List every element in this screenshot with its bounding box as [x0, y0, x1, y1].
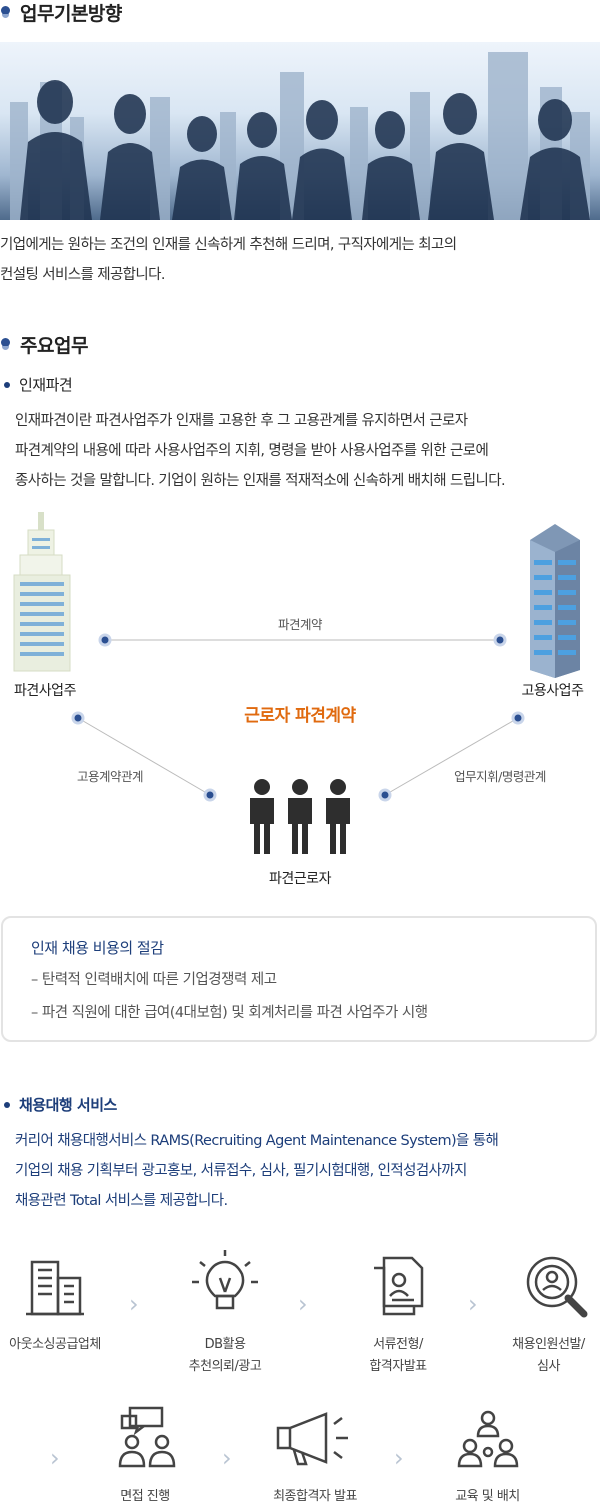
megaphone-icon	[276, 1412, 348, 1466]
top-link-label: 파견계약	[277, 617, 323, 632]
benefit-box: 인재 채용 비용의 절감 – 탄력적 인력배치에 따른 기업경쟁력 제고 – 파…	[1, 916, 597, 1042]
right-link-label: 업무지휘/명령관계	[454, 769, 546, 784]
chevron-right-icon: ›	[298, 1290, 308, 1318]
bullet-dot-icon	[4, 1101, 10, 1108]
section-title-main: 주요업무	[0, 332, 88, 357]
interview-icon	[118, 1406, 176, 1468]
business-people-silhouette-icon	[10, 52, 590, 220]
step-label: 채용인원선발/ 심사	[512, 1337, 585, 1374]
magnifier-icon	[526, 1256, 588, 1318]
chevron-right-icon: ›	[129, 1290, 139, 1318]
intro-text: 기업에게는 원하는 조건의 인재를 신속하게 추천해 드리며, 구직자에게는 최…	[0, 237, 457, 283]
chevron-right-icon: ›	[468, 1290, 478, 1318]
bullet-dot-icon	[4, 381, 10, 388]
team-icon	[457, 1410, 519, 1468]
chevron-right-icon: ›	[50, 1444, 60, 1472]
step-label: 아웃소싱공급업체	[9, 1337, 101, 1352]
section-title-basic: 업무기본방향	[0, 0, 122, 25]
dispatch-diagram	[13, 512, 580, 854]
benefit-title: 인재 채용 비용의 절감	[31, 939, 164, 957]
chevron-right-icon: ›	[394, 1444, 404, 1472]
left-building-icon	[13, 512, 71, 672]
right-building-icon	[530, 524, 580, 678]
benefit-item: – 탄력적 인력배치에 따른 기업경쟁력 제고	[31, 972, 277, 988]
document-icon	[374, 1256, 424, 1316]
rams-description: 커리어 채용대행서비스 RAMS(Recruiting Agent Mainte…	[15, 1133, 499, 1209]
rams-heading: 채용대행 서비스	[4, 1094, 117, 1115]
dispatch-description: 인재파견이란 파견사업주가 인재를 고용한 후 그 고용관계를 유지하면서 근로…	[15, 413, 506, 489]
left-party-label: 파견사업주	[14, 683, 76, 699]
step-label: 서류전형/ 합격자발표	[369, 1337, 427, 1374]
step-label: 교육 및 배치	[455, 1489, 520, 1504]
worker-label: 파견근로자	[269, 871, 331, 887]
chevron-right-icon: ›	[222, 1444, 232, 1472]
benefit-item: – 파견 직원에 대한 급여(4대보험) 및 회계처리를 파견 사업주가 시행	[31, 1005, 428, 1021]
center-contract-label: 근로자 파견계약	[244, 706, 356, 726]
lightbulb-icon	[192, 1250, 258, 1310]
step-label: 면접 진행	[120, 1489, 170, 1504]
left-link-label: 고용계약관계	[76, 769, 144, 784]
step-label: DB활용 추천의뢰/광고	[188, 1337, 262, 1374]
title-bullet-icon	[0, 336, 12, 352]
title-bullet-icon	[0, 4, 12, 20]
building-icon	[26, 1260, 84, 1316]
hero-image	[0, 42, 600, 220]
workers-icon	[250, 779, 350, 854]
dispatch-heading: 인재파견	[4, 374, 73, 395]
step-label: 최종합격자 발표	[273, 1489, 357, 1504]
right-party-label: 고용사업주	[521, 683, 584, 699]
